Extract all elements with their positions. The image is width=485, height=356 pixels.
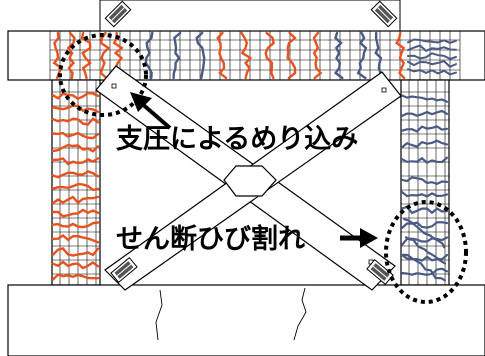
column-crack	[400, 221, 449, 230]
column-crack	[400, 190, 449, 198]
beam-crack	[407, 38, 457, 44]
column-crack	[400, 94, 449, 103]
beam-crack	[407, 68, 457, 76]
column-crack	[51, 182, 100, 192]
column-crack	[400, 109, 449, 117]
arrow-icon	[130, 92, 172, 130]
beam-crack	[286, 31, 297, 80]
beam-crack	[240, 31, 253, 80]
beam-crack	[264, 31, 275, 80]
foundation-crack-1	[155, 289, 163, 341]
column-crack	[51, 91, 100, 101]
column-crack	[51, 157, 100, 166]
shear-crack	[403, 218, 446, 249]
beam-crack	[172, 31, 182, 80]
column-crack	[51, 170, 100, 179]
brace-bolt	[381, 87, 387, 93]
shear-cracks	[144, 31, 457, 282]
column-crack	[51, 117, 100, 126]
column-crack	[400, 267, 449, 276]
beam-crack	[407, 59, 457, 68]
column-crack	[51, 234, 100, 244]
beam-crack	[395, 31, 406, 80]
column-crack	[51, 260, 100, 270]
beam-crack	[216, 31, 228, 80]
x-brace	[95, 65, 402, 291]
column-crack	[51, 273, 100, 281]
bearing-highlight-circle	[58, 33, 148, 117]
bearing-cracks	[51, 31, 406, 281]
beam-crack	[66, 31, 76, 80]
beam-crack	[407, 44, 457, 52]
column-crack	[400, 125, 449, 133]
column-crack	[400, 176, 449, 185]
shear-crack	[402, 253, 446, 282]
shear-highlight-circle	[384, 200, 468, 304]
column-crack	[400, 139, 449, 149]
column-crack	[51, 131, 100, 140]
column-crack	[51, 208, 100, 218]
brace-bolt	[111, 83, 117, 89]
arrow-icon	[340, 228, 378, 248]
foundation	[7, 284, 485, 356]
beam-crack	[407, 52, 457, 60]
brace-center-joint	[223, 165, 277, 197]
beam-crack	[195, 31, 206, 80]
shear-label: せん断ひび割れ	[116, 223, 305, 255]
column-crack	[400, 205, 449, 215]
beam-crack	[80, 31, 92, 80]
column-crack	[51, 143, 100, 153]
upper-wall-outline	[99, 0, 401, 32]
bearing-label: 支圧によるめり込み	[116, 124, 358, 155]
column-crack	[51, 221, 100, 229]
column-crack	[51, 247, 100, 257]
beam-crack	[99, 31, 111, 80]
foundation-crack-2	[293, 287, 307, 341]
beam-crack	[333, 31, 344, 80]
column-crack	[51, 104, 100, 113]
column-crack	[51, 195, 100, 205]
beam-crack	[312, 31, 323, 80]
damper-icon	[104, 0, 398, 286]
beam-crack	[144, 31, 154, 80]
beam-crack	[374, 31, 385, 80]
column-crack	[400, 156, 449, 164]
shear-crack	[404, 236, 447, 265]
beam-crack	[356, 31, 368, 80]
beam-crack	[52, 31, 63, 80]
